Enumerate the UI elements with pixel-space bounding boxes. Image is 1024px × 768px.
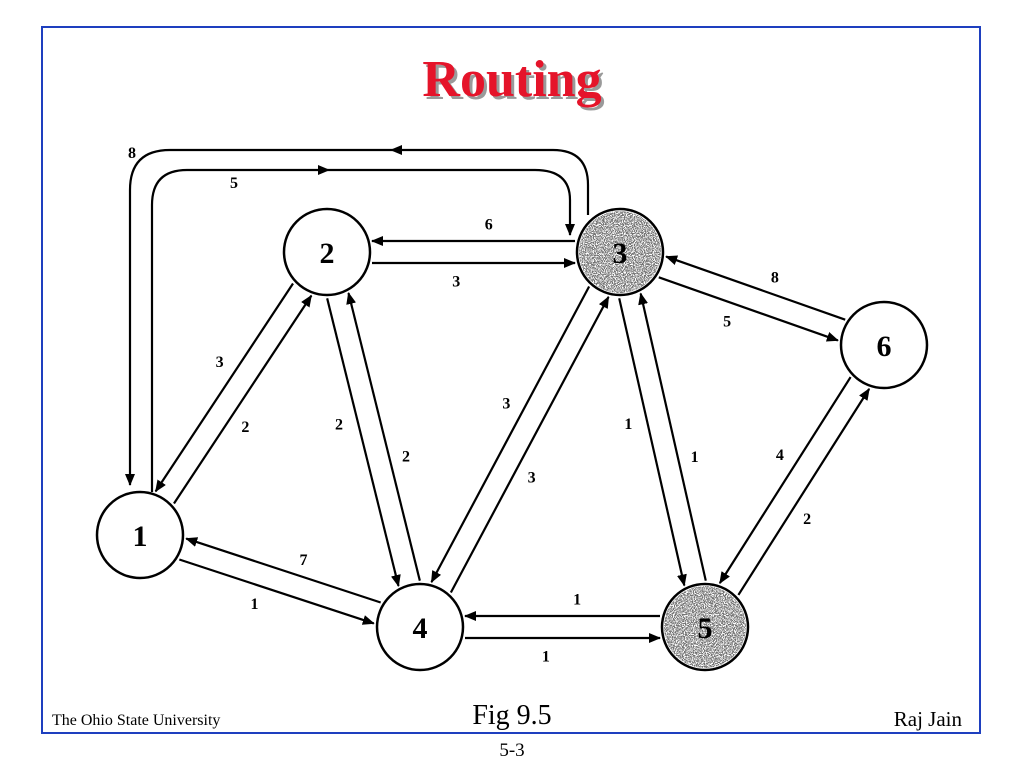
node-1: 1 (95, 490, 185, 580)
footer-author: Raj Jain (893, 707, 962, 731)
node-shading (664, 586, 746, 668)
edge-direction-marker (318, 165, 330, 175)
page-number: 5-3 (499, 740, 525, 761)
slide-title: Routing (422, 51, 602, 108)
node-label: 2 (320, 237, 335, 270)
edge-1-to-2 (173, 294, 313, 505)
edge-direction-marker (390, 145, 402, 155)
edge-3-to-5 (618, 298, 687, 587)
node-3: 3 (575, 207, 665, 297)
edge-5-to-3 (638, 292, 707, 581)
node-6: 6 (839, 300, 929, 390)
node-label: 1 (133, 520, 148, 553)
edge-cost-label: 4 (776, 447, 784, 464)
node-label: 6 (877, 330, 892, 363)
edge-1-to-4 (178, 558, 375, 625)
edge-4-to-3 (449, 296, 610, 593)
edge-cost-label: 6 (485, 216, 493, 233)
edge-cost-label: 1 (691, 449, 699, 466)
edge-cost-label: 1 (624, 416, 632, 433)
edge-cost-label: 3 (452, 274, 460, 291)
edge-cost-label: 1 (573, 591, 581, 608)
edge-cost-label: 1 (251, 596, 259, 613)
edge-4-to-2 (346, 292, 421, 581)
edge-cost-label: 2 (803, 511, 811, 528)
edge-2-to-1 (154, 282, 294, 493)
edge-cost-label: 3 (502, 395, 510, 412)
edge-cost-label: 8 (128, 145, 136, 162)
edge-cost-label: 3 (216, 354, 224, 371)
edge-1-to-3 (150, 168, 575, 492)
edge-cost-label: 1 (542, 649, 550, 666)
edge-cost-label: 2 (402, 449, 410, 466)
node-label: 5 (698, 612, 713, 645)
node-label: 4 (413, 612, 428, 645)
footer-institution: The Ohio State University (52, 712, 221, 729)
figure-caption: Fig 9.5 (472, 700, 552, 731)
node-circle (282, 207, 372, 297)
node-shading (579, 211, 661, 293)
edge-cost-label: 7 (299, 552, 307, 569)
edge-6-to-5 (718, 376, 852, 584)
edge-2-to-4 (326, 298, 401, 587)
edge-cost-label: 3 (528, 470, 536, 487)
edge-cost-label: 2 (335, 416, 343, 433)
edge-cost-label: 5 (230, 175, 238, 192)
node-5: 5 (660, 582, 750, 672)
node-4: 4 (375, 582, 465, 672)
edge-6-to-3 (665, 255, 846, 321)
edge-cost-label: 8 (771, 270, 779, 287)
node-2: 2 (282, 207, 372, 297)
edge-cost-label: 2 (241, 419, 249, 436)
edge-3-to-4 (430, 286, 591, 584)
node-label: 3 (613, 237, 628, 270)
edge-5-to-6 (737, 388, 871, 596)
node-circle (839, 300, 929, 390)
edge-3-to-6 (658, 276, 839, 342)
edge-cost-label: 5 (723, 313, 731, 330)
edge-3-to-1 (125, 148, 590, 486)
node-circle (375, 582, 465, 672)
edge-4-to-1 (185, 537, 382, 604)
node-circle (95, 490, 185, 580)
